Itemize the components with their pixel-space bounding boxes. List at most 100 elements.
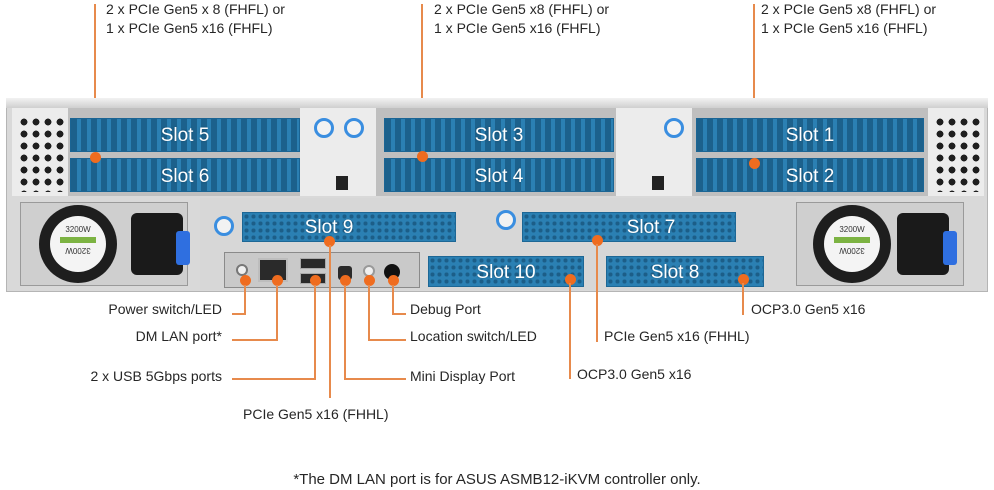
leader-line-slot9 — [329, 245, 331, 398]
slot-label: Slot 5 — [160, 125, 210, 146]
leader-line-slot7 — [596, 244, 598, 342]
callout-dot-slot9 — [324, 236, 335, 247]
label-slot8-ocp: OCP3.0 Gen5 x16 — [751, 301, 866, 317]
slot-label: Slot 3 — [474, 125, 524, 146]
slot-label: Slot 1 — [785, 125, 835, 146]
slot-4[interactable]: Slot 4 — [384, 158, 614, 192]
vent-holes — [18, 116, 64, 192]
leader-line-mini-dp — [344, 285, 346, 380]
leader-line-slot8 — [742, 283, 744, 315]
psu-latch[interactable] — [943, 231, 957, 265]
top-label-line1: 2 x PCIe Gen5 x8 (FHFL) or — [434, 1, 610, 17]
psu-rating-inverted: 3200W — [65, 246, 91, 255]
callout-dot-slot10 — [565, 274, 576, 285]
psu-rating-inverted: 3200W — [839, 246, 865, 255]
top-label-slot5-6: 2 x PCIe Gen5 x 8 (FHFL) or 1 x PCIe Gen… — [106, 0, 285, 38]
slot-7[interactable]: Slot 7 — [522, 212, 736, 242]
top-label-slot1-2: 2 x PCIe Gen5 x8 (FHFL) or 1 x PCIe Gen5… — [761, 0, 936, 38]
slot-label: Slot 7 — [626, 217, 676, 238]
leader-line-location-h — [368, 339, 406, 341]
thumbscrew-icon[interactable] — [664, 118, 684, 138]
footnote: *The DM LAN port is for ASUS ASMB12-iKVM… — [293, 471, 701, 488]
thumbscrew-icon[interactable] — [344, 118, 364, 138]
leader-line-debug-h — [392, 313, 406, 315]
left-vent-panel — [12, 108, 68, 196]
psu-latch[interactable] — [176, 231, 190, 265]
leader-line-debug — [392, 285, 394, 315]
callout-dot-location — [364, 275, 375, 286]
slot-label: Slot 8 — [650, 262, 700, 283]
top-label-line2: 1 x PCIe Gen5 x16 (FHFL) — [761, 20, 928, 36]
psu-badge — [834, 237, 870, 243]
psu-left: 3200W 3200W — [20, 202, 190, 286]
leader-line-dm-lan — [276, 285, 278, 341]
fan-icon: 3200W 3200W — [813, 205, 891, 283]
callout-dot-slot5-6 — [90, 152, 101, 163]
usb-port-top[interactable] — [300, 258, 326, 269]
callout-dot-slot8 — [738, 274, 749, 285]
label-usb-ports: 2 x USB 5Gbps ports — [90, 368, 222, 384]
psu-right: 3200W 3200W — [796, 202, 964, 286]
leader-line-power-switch — [244, 285, 246, 315]
slot-3[interactable]: Slot 3 — [384, 118, 614, 152]
psu-rating: 3200W — [839, 225, 865, 234]
callout-dot-usb — [310, 275, 321, 286]
slot-6[interactable]: Slot 6 — [70, 158, 300, 192]
top-label-line2: 1 x PCIe Gen5 x16 (FHFL) — [106, 20, 273, 36]
slot-5[interactable]: Slot 5 — [70, 118, 300, 152]
middle-bracket-left — [300, 108, 376, 196]
top-label-line1: 2 x PCIe Gen5 x 8 (FHFL) or — [106, 1, 285, 17]
slot-label: Slot 10 — [476, 262, 536, 283]
slot-9[interactable]: Slot 9 — [242, 212, 456, 242]
slot-label: Slot 4 — [474, 166, 524, 187]
top-label-slot3-4: 2 x PCIe Gen5 x8 (FHFL) or 1 x PCIe Gen5… — [434, 0, 609, 38]
leader-line-power-switch-h — [232, 313, 246, 315]
label-slot7-pcie: PCIe Gen5 x16 (FHHL) — [604, 328, 750, 344]
slot-label: Slot 2 — [785, 166, 835, 187]
callout-dot-slot3-4 — [417, 151, 428, 162]
middle-bracket-right — [616, 108, 692, 196]
thumbscrew-icon[interactable] — [214, 216, 234, 236]
power-socket — [897, 213, 949, 275]
thumbscrew-icon[interactable] — [496, 210, 516, 230]
bracket-notch — [336, 176, 348, 190]
top-label-line2: 1 x PCIe Gen5 x16 (FHFL) — [434, 20, 601, 36]
slot-8[interactable]: Slot 8 — [606, 256, 764, 287]
leader-line-slot3-4 — [421, 4, 423, 156]
slot-1[interactable]: Slot 1 — [696, 118, 924, 152]
label-power-switch: Power switch/LED — [108, 301, 222, 317]
callout-dot-power-switch — [240, 275, 251, 286]
callout-dot-dm-lan — [272, 275, 283, 286]
slot-label: Slot 6 — [160, 166, 210, 187]
leader-line-mini-dp-h — [344, 378, 406, 380]
label-debug-port: Debug Port — [410, 301, 481, 317]
vent-holes — [934, 116, 980, 192]
label-location-switch: Location switch/LED — [410, 328, 537, 344]
psu-badge — [60, 237, 96, 243]
callout-dot-slot1-2 — [749, 158, 760, 169]
callout-dot-mini-dp — [340, 275, 351, 286]
label-slot10-ocp: OCP3.0 Gen5 x16 — [577, 366, 692, 382]
power-socket — [131, 213, 183, 275]
slot-2[interactable]: Slot 2 — [696, 158, 924, 192]
leader-line-dm-lan-h — [232, 339, 278, 341]
leader-line-slot5-6 — [94, 4, 96, 156]
callout-dot-debug — [388, 275, 399, 286]
psu-label: 3200W 3200W — [824, 216, 880, 272]
psu-rating: 3200W — [65, 225, 91, 234]
top-label-line1: 2 x PCIe Gen5 x8 (FHFL) or — [761, 1, 937, 17]
bracket-notch — [652, 176, 664, 190]
fan-icon: 3200W 3200W — [39, 205, 117, 283]
callout-dot-slot7 — [592, 235, 603, 246]
leader-line-usb-h — [232, 378, 316, 380]
thumbscrew-icon[interactable] — [314, 118, 334, 138]
slot-10[interactable]: Slot 10 — [428, 256, 584, 287]
leader-line-location — [368, 285, 370, 341]
label-mini-display-port: Mini Display Port — [410, 368, 516, 384]
psu-label: 3200W 3200W — [50, 216, 106, 272]
right-vent-panel — [928, 108, 984, 196]
label-slot9-pcie: PCIe Gen5 x16 (FHHL) — [243, 406, 389, 422]
leader-line-slot1-2 — [753, 4, 755, 162]
chassis-top-rail — [6, 98, 988, 108]
leader-line-usb — [314, 285, 316, 380]
